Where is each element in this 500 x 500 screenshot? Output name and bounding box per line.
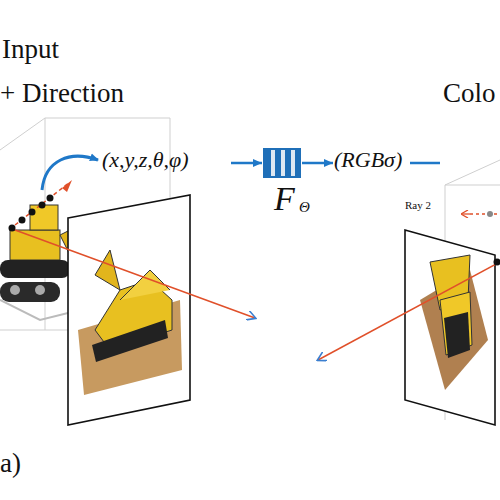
ray2-sample: [487, 211, 493, 217]
ray-samples: [9, 180, 73, 232]
heading-text: Input: [2, 36, 59, 63]
node-text: Θ: [299, 200, 310, 215]
ray2-head: [462, 213, 470, 214]
node-text: (RGBσ): [334, 149, 402, 171]
camera-ray-2: [318, 262, 500, 360]
ray-sample: [494, 259, 500, 266]
output-tuple: (RGBσ): [334, 149, 408, 177]
ray2-dashed: [470, 213, 500, 214]
ray-label: Ray 2: [405, 200, 431, 211]
blue-curve-arrow: [42, 156, 98, 190]
flow-arrow: [231, 162, 262, 165]
panel-label: a): [0, 450, 21, 477]
node-text: F: [274, 182, 295, 216]
network-box: FΘ: [263, 148, 301, 178]
camera-ray: [15, 230, 255, 318]
output-leader: [410, 162, 440, 165]
left-image-plane: [68, 195, 190, 425]
node-text: (x,y,z,θ,φ): [102, 149, 189, 171]
flow-arrow: [302, 162, 333, 165]
input-tuple: (x,y,z,θ,φ): [102, 149, 230, 177]
right-image-plane: [405, 230, 495, 425]
heading-text: + Direction: [0, 80, 124, 107]
heading-text: Colo: [443, 80, 496, 107]
